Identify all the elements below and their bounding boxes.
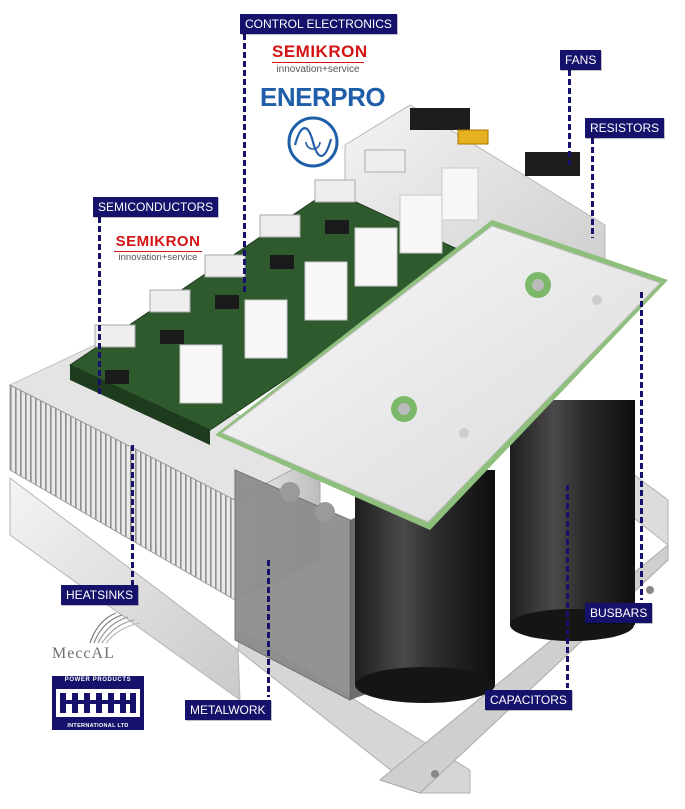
ppi-bottom-text: INTERNATIONAL LTD [67, 723, 129, 729]
leader-capacitors [566, 485, 569, 688]
semikron-brand-text: SEMIKRON [272, 42, 368, 61]
meccal-wordmark: MeccAL [52, 645, 115, 662]
semikron-brand-text-2: SEMIKRON [115, 233, 201, 250]
meccal-swoosh-icon [89, 612, 141, 644]
resistor-blocks [179, 167, 479, 404]
busbar-plate [215, 220, 668, 530]
semikron-logo-top: SEMIKRON innovation+service [272, 42, 368, 75]
semikron-rule-2 [114, 251, 202, 252]
semikron-rule [272, 62, 364, 63]
enerpro-logo: ENERPRO [260, 82, 386, 112]
label-metalwork: METALWORK [185, 700, 271, 720]
semikron-tagline: innovation+service [276, 64, 360, 75]
label-control-electronics: CONTROL ELECTRONICS [240, 14, 397, 34]
leader-resistors [591, 138, 594, 238]
label-resistors: RESISTORS [585, 118, 665, 138]
semikron-logo-semiconductors: SEMIKRON innovation+service [114, 234, 202, 263]
ppi-top-text: POWER PRODUCTS [64, 677, 132, 683]
meccal-logo: MeccAL [50, 611, 150, 667]
leader-control-electronics [243, 34, 246, 292]
leader-semiconductors [98, 217, 101, 394]
leader-busbars [640, 292, 643, 600]
leader-metalwork [267, 560, 270, 697]
label-busbars: BUSBARS [585, 603, 653, 623]
leader-fans [568, 70, 571, 165]
leader-heatsinks [131, 445, 134, 585]
enerpro-sine-icon [287, 116, 339, 168]
label-semiconductors: SEMICONDUCTORS [93, 197, 219, 217]
ppi-mark-icon [56, 689, 140, 717]
label-capacitors: CAPACITORS [485, 690, 572, 710]
label-heatsinks: HEATSINKS [61, 585, 139, 605]
semikron-tagline-2: innovation+service [118, 252, 198, 263]
label-fans: FANS [560, 50, 602, 70]
metalwork-panel [234, 469, 351, 701]
ppi-logo: POWER PRODUCTS INTERNATIONAL LTD [52, 676, 144, 730]
